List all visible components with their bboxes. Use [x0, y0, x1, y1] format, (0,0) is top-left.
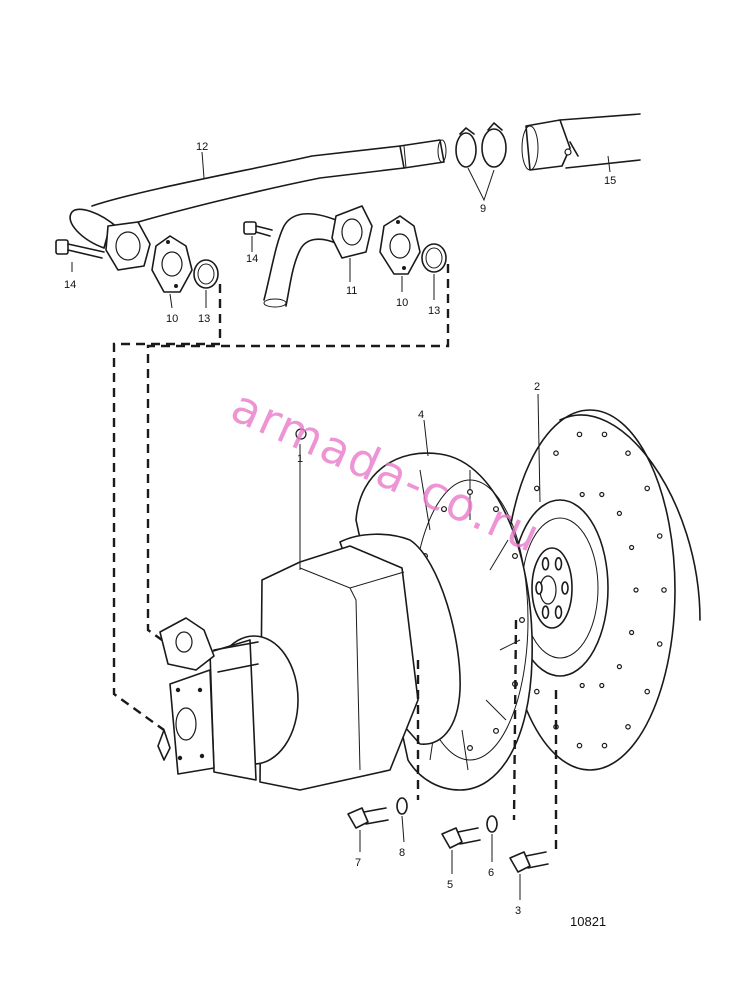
seal-ring-13-right [421, 243, 447, 273]
callout-11: 11 [346, 285, 357, 297]
flywheel-hole [661, 587, 667, 593]
flywheel-hole [576, 742, 583, 749]
flywheel-hole [625, 450, 631, 457]
washer-8 [396, 797, 408, 815]
damper-spring [535, 581, 543, 595]
callout-14-right: 14 [246, 253, 258, 265]
callout-2: 2 [534, 381, 540, 393]
plate-hole [518, 616, 525, 623]
callout-6: 6 [488, 867, 494, 879]
callout-1: 1 [297, 453, 303, 465]
damper-spring [554, 556, 563, 571]
flywheel-inner-hole [616, 510, 623, 517]
callout-9: 9 [480, 203, 486, 215]
figure-reference-number: 10821 [570, 914, 606, 929]
pipe-coupling-15 [521, 113, 641, 171]
callout-10-right: 10 [396, 297, 408, 309]
seal-ring-13-left [193, 259, 219, 289]
flywheel-hole [656, 641, 663, 647]
plate-hole [467, 744, 474, 751]
flywheel-inner-hole [616, 663, 623, 670]
callout-labels: 12 9 15 14 10 13 14 11 10 13 2 4 7 8 5 6… [64, 141, 616, 929]
callout-5: 5 [447, 879, 453, 891]
damper-spring [554, 605, 563, 620]
flywheel-inner-hole [599, 682, 605, 689]
damper-spring [561, 581, 569, 595]
flywheel-hole [533, 485, 540, 492]
flywheel-hole [533, 688, 540, 695]
callout-4: 4 [418, 409, 424, 421]
flywheel-hole [644, 688, 651, 695]
flywheel-inner-hole [628, 629, 635, 636]
flywheel-hole [644, 485, 651, 492]
flywheel-hole [601, 431, 608, 438]
gasket-10-left [151, 235, 193, 293]
flywheel-inner-hole [599, 491, 605, 498]
flywheel-hole [576, 431, 583, 438]
flywheel-inner-hole [628, 544, 635, 551]
flywheel-hole [553, 450, 559, 457]
flywheel-inner-hole [633, 587, 639, 593]
exhaust-pipe-12 [69, 139, 447, 271]
clutch-disc-2 [511, 499, 609, 677]
callout-8: 8 [399, 847, 405, 859]
bolt-7 [347, 807, 389, 829]
callout-13-right: 13 [428, 305, 440, 317]
plate-hole [467, 489, 474, 496]
callout-12: 12 [196, 141, 208, 153]
flywheel-inner-hole [579, 682, 585, 689]
flywheel-hole [656, 533, 663, 539]
plate-hole [511, 552, 518, 559]
callout-7: 7 [355, 857, 361, 869]
bolt-3 [509, 851, 549, 873]
flywheel-inner-hole [579, 491, 585, 498]
plate-hole [493, 727, 500, 734]
callout-13-left: 13 [198, 313, 210, 325]
plate-hole [441, 506, 448, 513]
washer-6 [486, 815, 498, 833]
plate-hole [493, 506, 500, 513]
damper-spring [541, 605, 550, 620]
damper-spring [541, 556, 550, 571]
hose-clamps-9 [455, 122, 507, 168]
assembly-guide-lines [112, 264, 558, 852]
callout-10-left: 10 [166, 313, 178, 325]
bolt-14-right [243, 221, 273, 237]
callout-15: 15 [604, 175, 616, 187]
bolt-14-left [55, 239, 105, 259]
elbow-pipe-11 [263, 205, 373, 308]
callout-14-left: 14 [64, 279, 76, 291]
flywheel-hole [601, 742, 608, 749]
flywheel-hole [625, 723, 631, 730]
gasket-10-right [379, 215, 421, 275]
reverse-gear-housing-1 [157, 428, 461, 791]
bolt-5 [441, 827, 481, 849]
leader-lines [71, 151, 611, 900]
callout-3: 3 [515, 905, 521, 917]
